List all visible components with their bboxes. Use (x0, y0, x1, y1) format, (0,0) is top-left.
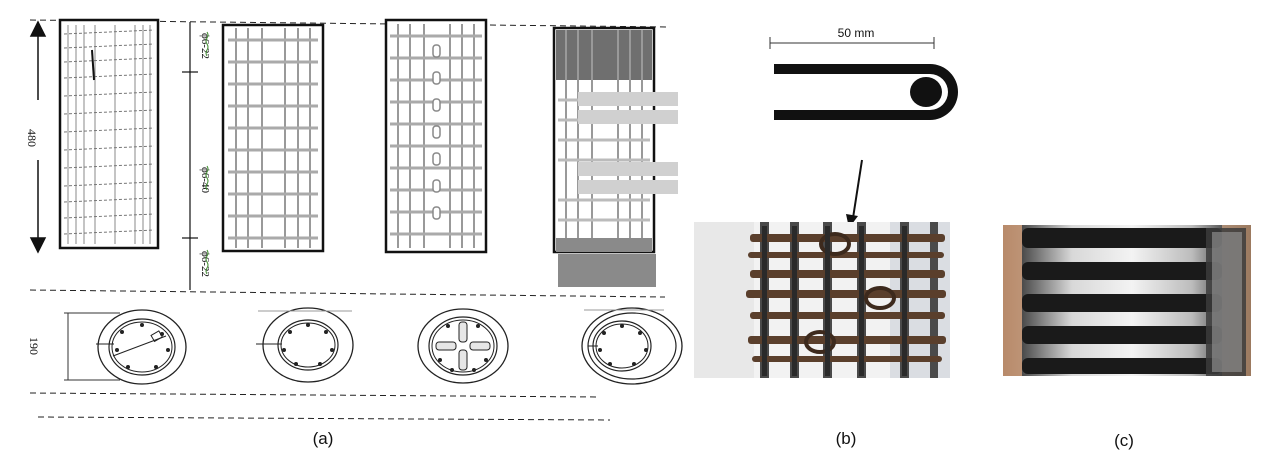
column-2-elevation (221, 23, 325, 253)
hook-detail: 50 mm (769, 26, 958, 120)
green-underlines (205, 31, 209, 275)
hook-length-label: 50 mm (838, 26, 875, 40)
section-4 (581, 307, 683, 385)
height-label: 480 (25, 129, 39, 147)
spacing-mid-label: ϕ6-40 (199, 167, 211, 193)
column-4-elevation (552, 26, 678, 287)
height-dimension (29, 20, 47, 254)
photo-wrapped-column (1003, 225, 1251, 376)
stirrup-spacing-dimension (182, 22, 198, 290)
caption-a: (a) (312, 429, 334, 448)
spacing-bot-label: ϕ6-22 (199, 251, 211, 277)
caption-c: (c) (1114, 431, 1134, 450)
pointer-arrow (846, 159, 863, 228)
diameter-label: 190 (27, 337, 41, 355)
dashed-guides (29, 19, 671, 421)
caption-b: (b) (835, 429, 857, 448)
section-1 (96, 309, 187, 385)
section-2 (256, 307, 354, 383)
section-3 (417, 308, 509, 384)
diameter-dimension (64, 312, 120, 381)
column-1-elevation (58, 18, 160, 250)
column-3-elevation (384, 18, 488, 254)
spacing-top-label: ϕ6-22 (199, 33, 211, 59)
photo-reinforcement (694, 222, 950, 378)
